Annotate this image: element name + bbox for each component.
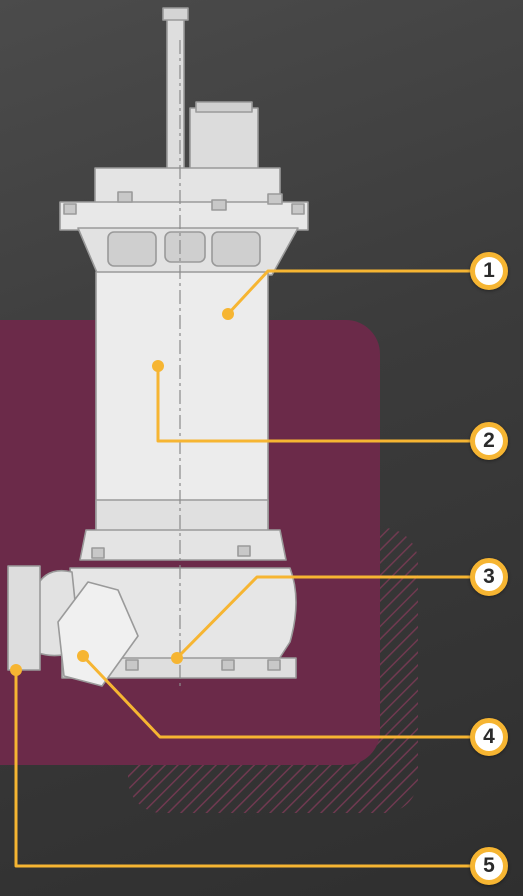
callout-badge-3: 3 (470, 558, 508, 596)
leader-line-3 (175, 575, 472, 660)
pump-illustration (7, 7, 309, 690)
leader-line-5 (14, 668, 472, 868)
callout-dots (10, 308, 234, 676)
callout-leaders (14, 269, 472, 868)
callout-badge-1: 1 (470, 252, 508, 290)
callout-dot-2 (152, 360, 164, 372)
callout-badge-2: 2 (470, 422, 508, 460)
leader-line-4 (81, 654, 472, 739)
leader-line-1 (226, 269, 472, 316)
callout-dot-1 (222, 308, 234, 320)
callout-number-2: 2 (483, 429, 495, 452)
callout-badge-5: 5 (470, 847, 508, 885)
callout-dot-4 (77, 650, 89, 662)
callout-dot-3 (171, 652, 183, 664)
callout-dot-5 (10, 664, 22, 676)
callout-badge-4: 4 (470, 718, 508, 756)
callout-number-3: 3 (483, 565, 495, 588)
callout-number-1: 1 (483, 259, 495, 282)
callout-number-4: 4 (483, 725, 495, 748)
callout-number-5: 5 (483, 854, 495, 877)
leader-line-2 (156, 364, 472, 443)
